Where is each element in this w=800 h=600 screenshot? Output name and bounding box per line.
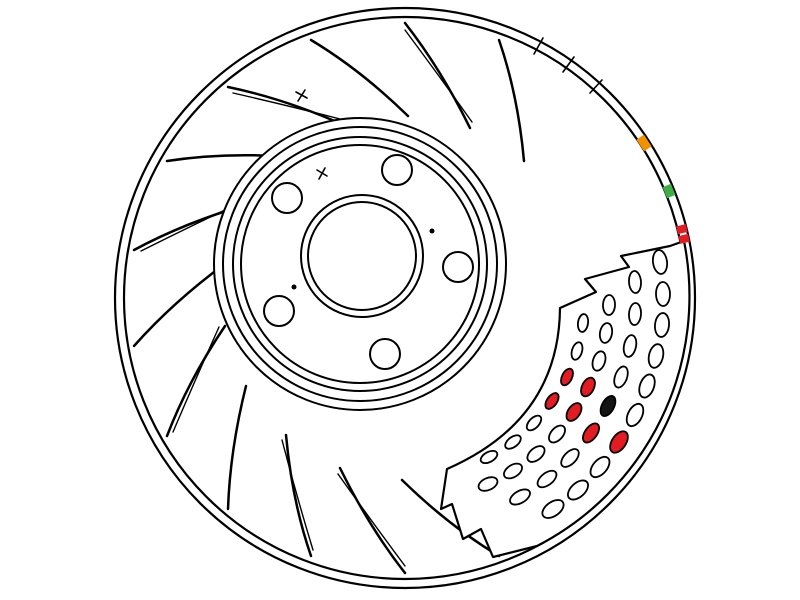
slot-inner-line — [232, 92, 345, 121]
wear-indicator-green — [662, 183, 676, 199]
vent-pillar — [576, 313, 590, 333]
vent-pillar — [479, 449, 499, 465]
slot-inner-line — [172, 326, 220, 433]
slot — [497, 38, 526, 163]
sketch-marks — [295, 37, 603, 180]
center-bore — [307, 201, 417, 311]
vent-pillar — [526, 445, 546, 463]
vent-pillar — [541, 499, 565, 519]
casting-mark — [291, 284, 297, 290]
vent-pillar — [509, 488, 531, 506]
wear-indicator-orange — [636, 134, 652, 152]
rim-tick — [589, 79, 603, 94]
slot — [226, 384, 248, 511]
slot — [309, 38, 410, 118]
cutaway-opening — [439, 239, 691, 559]
slot-inner-line — [404, 29, 473, 123]
vent-pillar — [647, 343, 665, 369]
slot — [165, 324, 227, 438]
vent-pillar — [613, 365, 629, 389]
slot — [284, 433, 313, 558]
vent-pillar — [525, 414, 543, 432]
vent-pillar-highlighted — [565, 402, 583, 422]
vent-pillars — [477, 249, 671, 519]
slot — [403, 21, 472, 130]
vent-pillar — [622, 334, 638, 358]
vent-pillar — [628, 270, 642, 294]
vent-pillar — [504, 434, 522, 450]
hub — [213, 117, 507, 411]
vent-pillar — [655, 281, 671, 307]
vent-pillar — [602, 294, 616, 316]
vent-pillar-highlighted — [560, 367, 574, 387]
scratch-mark — [295, 89, 308, 102]
rim-outer-edge — [113, 6, 697, 590]
vent-pillar — [591, 350, 607, 372]
wear-indicators — [636, 134, 690, 244]
hub-ring-3 — [232, 136, 488, 392]
vent-pillar — [651, 249, 669, 275]
vent-pillar — [598, 322, 614, 344]
vent-pillar — [589, 455, 611, 479]
bolt-hole — [369, 338, 401, 370]
scratch-mark — [316, 167, 328, 180]
hub-ring-2 — [222, 126, 498, 402]
rim-tick — [533, 37, 544, 55]
vent-pillar-highlighted — [609, 430, 629, 454]
bolt-hole — [271, 182, 303, 214]
vent-pillar — [477, 476, 499, 492]
slot — [338, 466, 407, 575]
bore-chamfer — [300, 194, 424, 318]
rim-tick — [562, 56, 575, 73]
vent-pillar-highlighted — [544, 392, 560, 410]
vent-pillar-highlighted — [580, 376, 596, 398]
wear-indicator-red-segment — [676, 224, 688, 235]
vent-pillar-highlighted — [582, 422, 600, 444]
friction-slots — [132, 21, 526, 575]
casting-mark — [429, 228, 435, 234]
vent-pillar — [570, 341, 584, 361]
slot — [132, 261, 228, 348]
bolt-hole — [442, 251, 474, 283]
wear-indicator-red-segment — [678, 233, 690, 244]
hub-face-ring — [240, 144, 480, 384]
vent-pillar — [654, 312, 670, 338]
vent-pillar — [548, 424, 566, 444]
bolt-hole — [381, 154, 413, 186]
vent-pillar — [625, 402, 645, 428]
vent-pillar — [567, 479, 589, 501]
vent-pillar — [503, 462, 523, 480]
vent-pillar-dark — [599, 394, 617, 418]
slot — [226, 85, 348, 128]
slot-inner-line — [337, 473, 406, 567]
slot-inner-line — [281, 439, 314, 551]
vent-pillar — [628, 302, 642, 326]
wear-indicator-red — [676, 224, 690, 244]
slot — [400, 478, 501, 558]
vent-pillar — [560, 448, 580, 468]
vent-pillar — [638, 373, 656, 399]
bolt-hole — [263, 295, 295, 327]
vent-pillar — [536, 469, 558, 489]
